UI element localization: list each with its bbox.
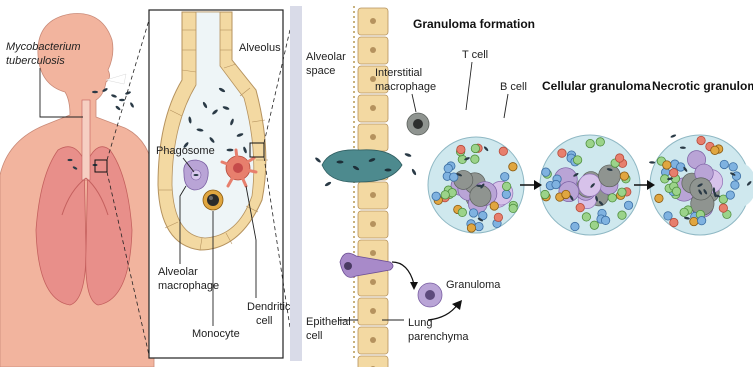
heading-necrotic-granuloma: Necrotic granuloma	[652, 79, 753, 93]
label-epithelial-line2: cell	[306, 330, 323, 342]
epithelial-cell-block	[358, 356, 388, 367]
granuloma-cellular	[540, 135, 640, 235]
panel-edge-strip	[290, 6, 302, 361]
label-dendritic-line1: Dendritic	[247, 301, 291, 313]
label-lung-line1: Lung	[408, 317, 432, 329]
granuloma-formation	[428, 137, 524, 233]
migration-arrow	[392, 262, 414, 284]
epithelial-wall	[354, 6, 388, 367]
heading-cellular-granuloma: Cellular granuloma	[542, 79, 651, 93]
label-mycobacterium-line1: Mycobacterium	[6, 41, 81, 53]
label-alveolar-macrophage-line1: Alveolar	[158, 266, 198, 278]
alveolar-macrophage-cell	[184, 160, 209, 190]
heading-granuloma-formation: Granuloma formation	[413, 17, 535, 31]
label-dendritic-line2: cell	[256, 315, 273, 327]
recruited-macrophage	[418, 283, 442, 307]
monocyte-cell	[203, 190, 223, 210]
label-mycobacterium-line2: tuberculosis	[6, 55, 65, 67]
label-alveolar-macrophage-line2: macrophage	[158, 280, 219, 292]
label-interstitial-line2: macrophage	[375, 81, 436, 93]
trachea	[82, 100, 90, 180]
label-epithelial-line1: Epithelial	[306, 316, 351, 328]
label-t-cell: T cell	[462, 49, 488, 61]
label-granuloma: Granuloma	[446, 279, 501, 291]
label-lung-line2: parenchyma	[408, 331, 469, 343]
label-phagosome: Phagosome	[156, 145, 215, 157]
granuloma-group	[428, 134, 753, 235]
label-alveolus: Alveolus	[239, 42, 281, 54]
label-b-cell: B cell	[500, 81, 527, 93]
label-alveolar-space-line1: Alveolar	[306, 51, 346, 63]
migrating-infected-cell	[314, 150, 417, 187]
label-monocyte: Monocyte	[192, 328, 240, 340]
label-interstitial-line1: Interstitial	[375, 67, 422, 79]
interstitial-macrophage-cell	[407, 113, 429, 135]
label-alveolar-space-line2: space	[306, 65, 335, 77]
granuloma-necrotic	[649, 134, 753, 235]
